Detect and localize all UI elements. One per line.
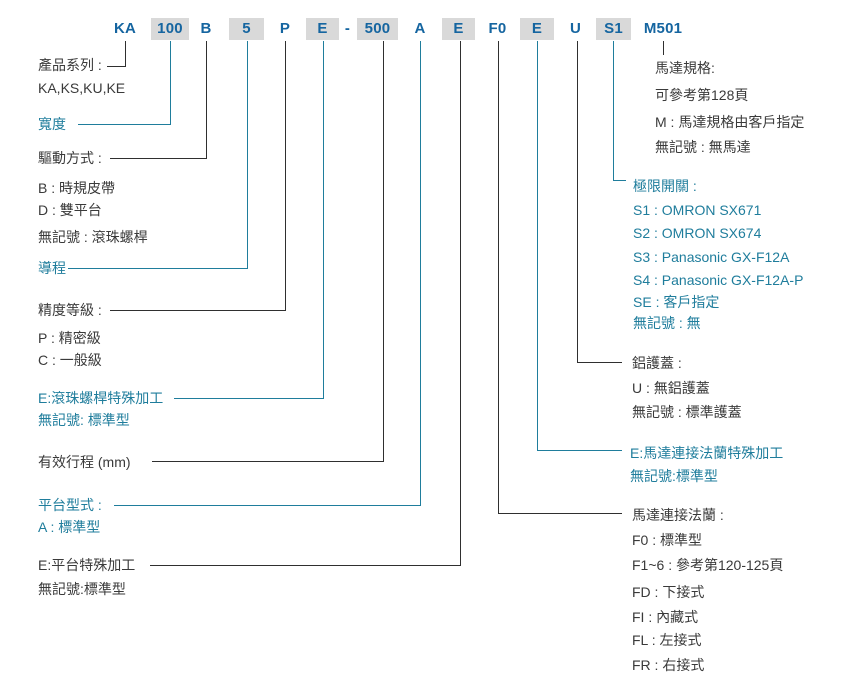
connector-cover-v [577, 41, 578, 362]
label-accuracy-item-c: C : 一般級 [38, 352, 102, 368]
label-table-type-item-a: A : 標準型 [38, 519, 101, 535]
connector-width-h [78, 124, 171, 125]
label-flange-item-f16: F1~6 : 參考第120-125頁 [632, 557, 784, 573]
connector-width-v [170, 41, 171, 124]
label-limit-switch-item-s2: S2 : OMRON SX674 [633, 225, 762, 241]
code-segment-cover: U [569, 20, 582, 37]
label-table-type-title: 平台型式 : [38, 497, 102, 513]
label-cover-item-u: U : 無鋁護蓋 [632, 380, 710, 396]
connector-accuracy-v [285, 41, 286, 310]
code-segment-flange-special: E [520, 18, 554, 40]
connector-flange-special-v [537, 41, 538, 450]
label-limit-switch-item-s4: S4 : Panasonic GX-F12A-P [633, 272, 804, 288]
connector-limit-switch-h [613, 180, 626, 181]
label-motor-spec-item-1: M : 馬達規格由客戶指定 [655, 114, 805, 130]
label-limit-switch-item-s3: S3 : Panasonic GX-F12A [633, 249, 790, 265]
label-flange-title: 馬達連接法蘭 : [632, 507, 724, 523]
label-accuracy-title: 精度等級 : [38, 302, 102, 318]
connector-lead-h [68, 268, 248, 269]
connector-accuracy-h [110, 310, 286, 311]
code-segment-flange: F0 [488, 20, 507, 37]
label-flange-item-fl: FL : 左接式 [632, 632, 702, 648]
code-segment-width: 100 [151, 18, 189, 40]
label-drive-item-d: D : 雙平台 [38, 202, 102, 218]
label-table-special-item: 無記號:標準型 [38, 581, 126, 597]
label-series-title: 產品系列 : [38, 57, 102, 73]
code-segment-table-special: E [442, 18, 475, 40]
code-segment-motor-spec: M501 [643, 20, 683, 37]
connector-stroke-h [152, 461, 384, 462]
connector-stroke-v [383, 41, 384, 461]
code-segment-limit-switch: S1 [596, 18, 631, 40]
code-segment-drive: B [200, 20, 212, 37]
connector-limit-switch-v [613, 41, 614, 180]
label-lead-title: 導程 [38, 260, 66, 276]
label-table-special-title: E:平台特殊加工 [38, 557, 136, 573]
label-drive-title: 驅動方式 : [38, 150, 102, 166]
label-ballscrew-special-item: 無記號: 標準型 [38, 412, 130, 428]
connector-flange-h [498, 513, 622, 514]
connector-drive-h [110, 158, 207, 159]
label-motor-spec-item-0: 可參考第128頁 [655, 87, 749, 103]
label-series-item: KA,KS,KU,KE [38, 80, 126, 96]
label-limit-switch-item-se: SE : 客戶指定 [633, 294, 720, 310]
connector-table-special-v [460, 41, 461, 565]
label-limit-switch-item-s1: S1 : OMRON SX671 [633, 202, 762, 218]
code-segment-accuracy: P [279, 20, 291, 37]
connector-cover-h [577, 362, 622, 363]
connector-motor-spec-v [663, 41, 664, 55]
connector-series-h [107, 66, 126, 67]
label-flange-item-fr: FR : 右接式 [632, 657, 705, 673]
label-flange-item-fi: FI : 內藏式 [632, 609, 699, 625]
code-segment-stroke: 500 [357, 18, 398, 40]
connector-table-type-h [114, 505, 421, 506]
code-segment-ballscrew-special: E [306, 18, 339, 40]
connector-flange-special-h [537, 450, 622, 451]
label-limit-switch-title: 極限開關 : [633, 178, 697, 194]
label-flange-special-title: E:馬達連接法蘭特殊加工 [630, 445, 784, 461]
label-flange-item-fd: FD : 下接式 [632, 584, 705, 600]
code-segment-series: KA [113, 20, 137, 37]
label-motor-spec-title: 馬達規格: [655, 60, 715, 76]
label-width-title: 寬度 [38, 116, 66, 132]
label-stroke-title: 有效行程 (mm) [38, 454, 131, 470]
connector-flange-v [498, 41, 499, 513]
connector-ballscrew-special-v [323, 41, 324, 398]
code-segment-table-type: A [414, 20, 426, 37]
connector-ballscrew-special-h [174, 398, 324, 399]
label-flange-item-f0: F0 : 標準型 [632, 532, 703, 548]
label-flange-special-item: 無記號:標準型 [630, 468, 718, 484]
label-ballscrew-special-title: E:滾珠螺桿特殊加工 [38, 390, 164, 406]
label-accuracy-item-p: P : 精密級 [38, 330, 101, 346]
label-motor-spec-item-2: 無記號 : 無馬達 [655, 139, 751, 155]
code-segment-dash: - [344, 20, 351, 37]
code-segment-lead: 5 [229, 18, 264, 40]
connector-table-special-h [150, 565, 461, 566]
connector-table-type-v [420, 41, 421, 505]
connector-lead-v [247, 41, 248, 268]
connector-drive-v [206, 41, 207, 158]
label-limit-switch-item-none: 無記號 : 無 [633, 315, 701, 331]
label-drive-item-b: B : 時規皮帶 [38, 180, 116, 196]
label-cover-title: 鋁護蓋 : [632, 355, 682, 371]
connector-series-v [125, 41, 126, 66]
label-drive-item-none: 無記號 : 滾珠螺桿 [38, 229, 148, 245]
label-cover-item-none: 無記號 : 標準護蓋 [632, 404, 742, 420]
